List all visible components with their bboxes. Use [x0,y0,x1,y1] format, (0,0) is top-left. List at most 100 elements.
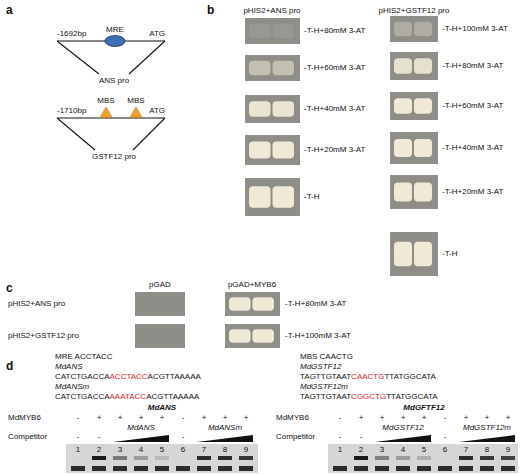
shifted-band [197,456,211,460]
competitor-wedge [197,435,253,442]
yeast-streak [273,142,295,159]
column-header: pGAD [149,280,171,290]
element-shape [95,106,117,118]
medium-label: -T-H+80mM 3-AT [304,26,365,36]
medium-label: -T-H+20mM 3-AT [442,187,503,197]
row-label: pHIS2+ANS pro [8,299,65,309]
lane-sign: + [506,413,511,423]
free-probe-band [113,466,127,471]
medium-label: -T-H+60mM 3-AT [304,63,365,73]
gel-background [328,444,518,473]
medium-label: -T-H [304,192,320,202]
lane-sign: - [98,432,101,442]
yeast-streak [229,297,251,310]
yeast-growth-image [135,324,185,348]
lane-sign: + [380,413,385,423]
lane-number: 9 [244,445,248,455]
mre-ellipse [105,36,125,47]
yeast-streak [249,186,271,207]
plate-background [390,52,438,80]
shifted-band [155,456,169,460]
free-probe-band [239,466,253,471]
panel-letter: c [6,282,13,295]
medium-label: -T-H+40mM 3-AT [304,104,365,114]
yeast-streak [394,22,412,37]
yeast-growth-image [390,232,438,276]
medium-label: -T-H+20mM 3-AT [304,145,365,155]
lane-number: 4 [401,445,405,455]
shifted-band [113,456,127,460]
free-probe-band [438,466,452,471]
element-shape [125,106,147,118]
core-motif: CAACTG [351,372,384,382]
competitor-wedge [113,435,169,442]
probe-sequence: TTATGGCATA [386,392,437,402]
lane-number: 5 [422,445,426,455]
shifted-band [134,456,148,460]
shifted-band [396,456,410,460]
free-probe-band [480,466,494,471]
probe-name: MdANSm [55,382,89,392]
shifted-band [218,456,232,460]
position-label: -1710bp [57,106,86,116]
free-probe-band [459,466,473,471]
lane-sign: + [359,413,364,423]
yeast-streak [249,24,271,39]
promoter-name: GSTF12 pro [92,152,136,162]
medium-label: -T-H+80mM 3-AT [442,61,503,71]
probe-sequence: ACGTTAAAAA [146,392,199,402]
free-probe-band [218,466,232,471]
probe-name: MdGSTF12 [300,362,341,372]
gel-title: MdANS [148,403,176,413]
shifted-band [480,456,494,460]
yeast-growth-image [390,52,438,80]
yeast-streak [414,139,432,157]
yeast-streak [394,139,412,157]
yeast-streak [394,242,412,267]
plate-background [390,92,438,120]
plate-background [245,135,300,165]
lane-number: 2 [97,445,101,455]
plate-background [245,95,300,123]
core-motif: ACCTACC [110,372,148,382]
lane-number: 8 [223,445,227,455]
lane-sign: + [118,413,123,423]
lane-sign: - [77,413,80,423]
lane-sign: + [422,413,427,423]
yeast-streak [394,98,412,114]
promoter-line [129,41,165,74]
lane-number: 6 [443,445,447,455]
yeast-growth-image [245,178,300,216]
row-label: Competitor [276,432,315,442]
lane-sign: + [244,413,249,423]
yeast-growth-image [245,18,300,44]
yeast-growth-image [135,292,185,316]
yeast-streak [273,101,295,117]
emsa-gel [328,435,518,473]
yeast-streak [273,61,295,76]
lane-sign: - [360,432,363,442]
medium-label: -T-H+80mM 3-AT [285,299,346,309]
element-name: MBS [95,96,117,106]
free-probe-band [354,466,368,471]
yeast-streak [253,297,275,310]
yeast-streak [414,182,432,201]
lane-sign: - [444,432,447,442]
yeast-streak [253,329,275,342]
probe-sequence: CATCTGACCA [55,392,110,402]
shifted-band [375,456,389,460]
medium-label: -T-H [442,249,458,259]
lane-sign: + [97,413,102,423]
plate-background [225,324,280,348]
competitor-name: MdANS [127,423,155,433]
yeast-streak [414,242,432,267]
probe-sequence: CATCTGACCA [55,372,110,382]
lane-sign: - [339,432,342,442]
free-probe-band [197,466,211,471]
plate-background [390,232,438,276]
panel-letter: d [6,360,13,373]
lane-sign: + [485,413,490,423]
plate-background [225,292,280,316]
lane-number: 1 [76,445,80,455]
